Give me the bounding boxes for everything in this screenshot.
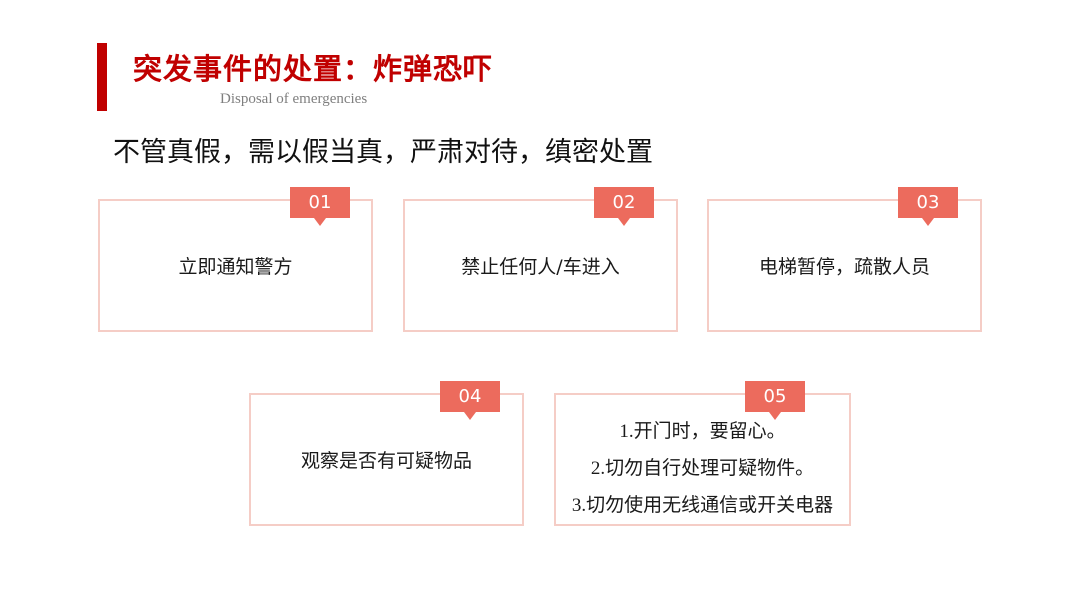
step-card-text: 禁止任何人/车进入 — [461, 256, 620, 278]
slide-title: 突发事件的处置：炸弹恐吓 — [133, 52, 494, 86]
step-badge-2: 02 — [594, 187, 654, 226]
step-card-1: 立即通知警方 — [98, 199, 373, 332]
step-badge-4: 04 — [440, 381, 500, 420]
step-card-5: 1.开门时，要留心。 2.切勿自行处理可疑物件。 3.切勿使用无线通信或开关电器 — [554, 393, 851, 526]
step-card-4: 观察是否有可疑物品 — [249, 393, 524, 526]
step-badge-3: 03 — [898, 187, 958, 226]
step-card-lines: 1.开门时，要留心。 2.切勿自行处理可疑物件。 3.切勿使用无线通信或开关电器 — [572, 416, 833, 517]
step-card-line: 2.切勿自行处理可疑物件。 — [590, 458, 815, 479]
step-card-line: 1.开门时，要留心。 — [619, 421, 786, 442]
step-card-text: 立即通知警方 — [178, 256, 293, 278]
step-badge-5: 05 — [745, 381, 805, 420]
step-badge-1: 01 — [290, 187, 350, 226]
step-card-text: 电梯暂停，疏散人员 — [758, 256, 930, 278]
headline: 不管真假，需以假当真，严肃对待，缜密处置 — [113, 137, 653, 168]
step-card-2: 禁止任何人/车进入 — [403, 199, 678, 332]
title-accent-bar — [97, 43, 107, 111]
step-card-3: 电梯暂停，疏散人员 — [707, 199, 982, 332]
step-card-text: 观察是否有可疑物品 — [300, 450, 472, 472]
step-card-line: 3.切勿使用无线通信或开关电器 — [571, 495, 834, 516]
slide-subtitle: Disposal of emergencies — [220, 91, 368, 107]
